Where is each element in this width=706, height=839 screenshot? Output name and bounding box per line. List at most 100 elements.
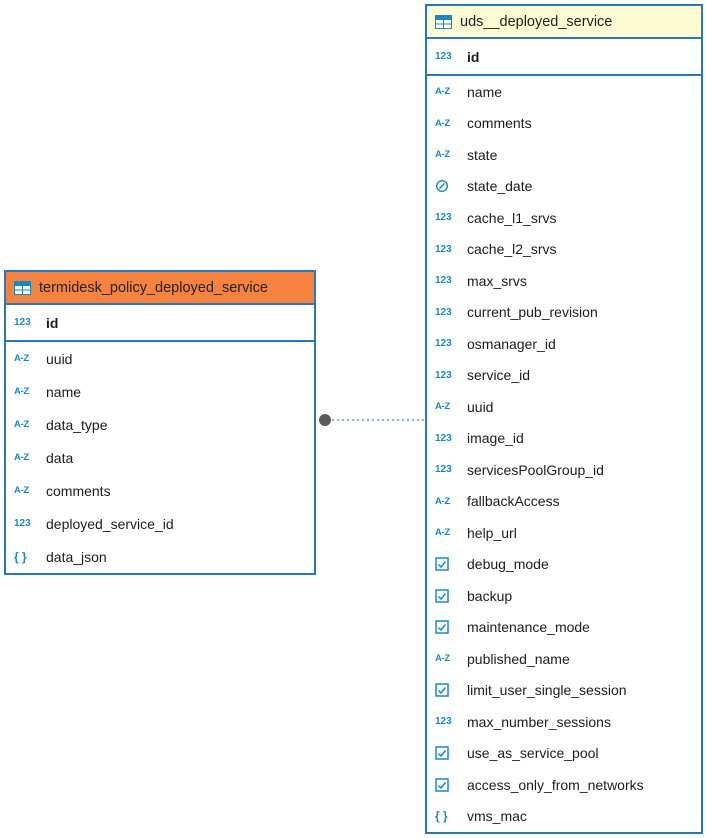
numeric-type-icon: 123 xyxy=(435,338,452,350)
field-label: use_as_service_pool xyxy=(467,745,599,762)
field-row-backup[interactable]: backup xyxy=(427,580,701,612)
json-type-icon: { } xyxy=(14,549,27,564)
field-label: vms_mac xyxy=(467,808,527,825)
field-row-limit_user_single_session[interactable]: limit_user_single_session xyxy=(427,675,701,707)
text-type-icon: A-Z xyxy=(435,86,450,98)
field-row-published_name[interactable]: A-Z published_name xyxy=(427,643,701,675)
field-row-cache_l1_srvs[interactable]: 123 cache_l1_srvs xyxy=(427,202,701,234)
numeric-type-icon: 123 xyxy=(435,464,452,476)
field-row-current_pub_revision[interactable]: 123 current_pub_revision xyxy=(427,297,701,329)
field-row-debug_mode[interactable]: debug_mode xyxy=(427,549,701,581)
field-row-name[interactable]: A-Z name xyxy=(6,375,314,408)
table-title: uds__deployed_service xyxy=(460,13,613,30)
field-label: deployed_service_id xyxy=(46,515,174,532)
numeric-type-icon: 123 xyxy=(435,432,452,444)
numeric-type-icon: 123 xyxy=(435,716,452,728)
field-row-name[interactable]: A-Z name xyxy=(427,76,701,108)
field-label: osmanager_id xyxy=(467,335,556,352)
field-label: maintenance_mode xyxy=(467,619,590,636)
text-type-icon: A-Z xyxy=(435,527,450,539)
text-type-icon: A-Z xyxy=(14,419,29,430)
field-row-data_type[interactable]: A-Z data_type xyxy=(6,408,314,441)
field-label: state_date xyxy=(467,178,533,195)
field-label: servicesPoolGroup_id xyxy=(467,461,604,478)
field-row-deployed_service_id[interactable]: 123 deployed_service_id xyxy=(6,507,314,540)
field-label: current_pub_revision xyxy=(467,304,598,321)
field-row-id[interactable]: 123 id xyxy=(6,305,314,342)
numeric-type-icon: 123 xyxy=(435,212,452,224)
text-type-icon: A-Z xyxy=(435,401,450,413)
relationship-endpoint-dot[interactable] xyxy=(319,414,331,426)
field-row-servicesPoolGroup_id[interactable]: 123 servicesPoolGroup_id xyxy=(427,454,701,486)
field-label: debug_mode xyxy=(467,556,549,573)
field-row-service_id[interactable]: 123 service_id xyxy=(427,360,701,392)
field-label: state xyxy=(467,146,498,163)
field-label: fallbackAccess xyxy=(467,493,560,510)
field-label: name xyxy=(467,83,503,100)
field-row-vms_mac[interactable]: { }vms_mac xyxy=(427,801,701,833)
boolean-type-icon xyxy=(435,746,459,760)
table-header[interactable]: uds__deployed_service xyxy=(427,6,701,39)
numeric-type-icon: 123 xyxy=(14,317,31,328)
field-row-maintenance_mode[interactable]: maintenance_mode xyxy=(427,612,701,644)
numeric-type-icon: 123 xyxy=(435,275,452,287)
field-row-comments[interactable]: A-Z comments xyxy=(427,108,701,140)
text-type-icon: A-Z xyxy=(435,653,450,665)
text-type-icon: A-Z xyxy=(435,117,450,129)
field-label: limit_user_single_session xyxy=(467,682,627,699)
field-row-uuid[interactable]: A-Z uuid xyxy=(6,342,314,375)
field-label: service_id xyxy=(467,367,531,384)
field-row-cache_l2_srvs[interactable]: 123 cache_l2_srvs xyxy=(427,234,701,266)
field-label: name xyxy=(46,383,82,400)
boolean-type-icon xyxy=(435,778,459,792)
table-icon xyxy=(14,280,31,295)
field-label: data xyxy=(46,449,74,466)
field-label: comments xyxy=(46,482,111,499)
field-row-use_as_service_pool[interactable]: use_as_service_pool xyxy=(427,738,701,770)
numeric-type-icon: 123 xyxy=(14,518,31,529)
table-icon xyxy=(435,14,452,29)
field-label: published_name xyxy=(467,650,570,667)
field-label: data_json xyxy=(46,548,107,565)
field-row-data_json[interactable]: { } data_json xyxy=(6,540,314,573)
field-label: max_number_sessions xyxy=(467,713,611,730)
boolean-type-icon xyxy=(435,620,459,634)
field-row-uuid[interactable]: A-Z uuid xyxy=(427,391,701,423)
field-label: data_type xyxy=(46,416,108,433)
field-label: id xyxy=(46,314,59,331)
field-label: cache_l1_srvs xyxy=(467,209,557,226)
field-row-access_only_from_networks[interactable]: access_only_from_networks xyxy=(427,769,701,801)
text-type-icon: A-Z xyxy=(14,353,29,364)
field-label: comments xyxy=(467,115,532,132)
field-label: access_only_from_networks xyxy=(467,776,644,793)
boolean-type-icon xyxy=(435,683,459,697)
field-label: cache_l2_srvs xyxy=(467,241,557,258)
numeric-type-icon: 123 xyxy=(435,243,452,255)
field-label: uuid xyxy=(46,350,73,367)
numeric-type-icon: 123 xyxy=(435,369,452,381)
boolean-type-icon xyxy=(435,557,459,571)
datetime-type-icon xyxy=(435,179,459,193)
numeric-type-icon: 123 xyxy=(435,306,452,318)
table-header[interactable]: termidesk_policy_deployed_service xyxy=(6,272,314,305)
text-type-icon: A-Z xyxy=(14,386,29,397)
field-row-fallbackAccess[interactable]: A-Z fallbackAccess xyxy=(427,486,701,518)
field-row-state_date[interactable]: state_date xyxy=(427,171,701,203)
text-type-icon: A-Z xyxy=(435,495,450,507)
field-row-max_number_sessions[interactable]: 123 max_number_sessions xyxy=(427,706,701,738)
table-title: termidesk_policy_deployed_service xyxy=(39,279,268,296)
field-label: uuid xyxy=(467,398,494,415)
field-row-osmanager_id[interactable]: 123 osmanager_id xyxy=(427,328,701,360)
